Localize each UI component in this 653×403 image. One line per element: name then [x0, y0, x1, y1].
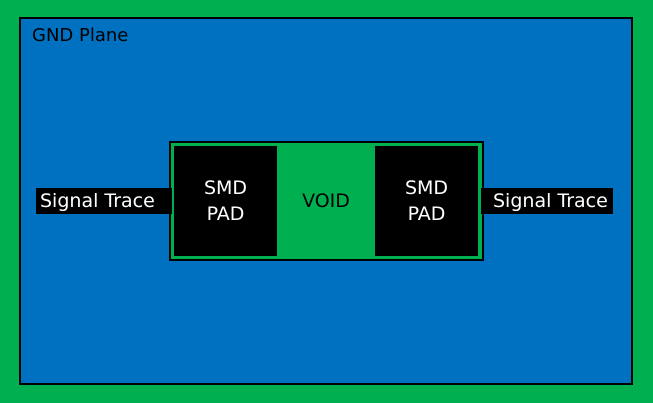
gnd-plane-label: GND Plane	[32, 25, 129, 46]
smd-pad-left: SMD PAD	[174, 146, 277, 256]
smd-pad-left-line1: SMD	[203, 177, 248, 199]
smd-pad-right-line1: SMD	[404, 177, 449, 199]
signal-trace-right-label: Signal Trace	[493, 190, 608, 212]
smd-pad-left-line2: PAD	[206, 203, 245, 225]
smd-pad-right: SMD PAD	[375, 146, 478, 256]
void-label: VOID	[302, 190, 350, 212]
smd-pad-right-line2: PAD	[407, 203, 446, 225]
signal-trace-left: Signal Trace	[36, 188, 172, 214]
void-region: SMD PAD VOID SMD PAD	[169, 141, 484, 261]
signal-trace-right: Signal Trace	[481, 188, 613, 214]
signal-trace-left-label: Signal Trace	[40, 190, 155, 212]
